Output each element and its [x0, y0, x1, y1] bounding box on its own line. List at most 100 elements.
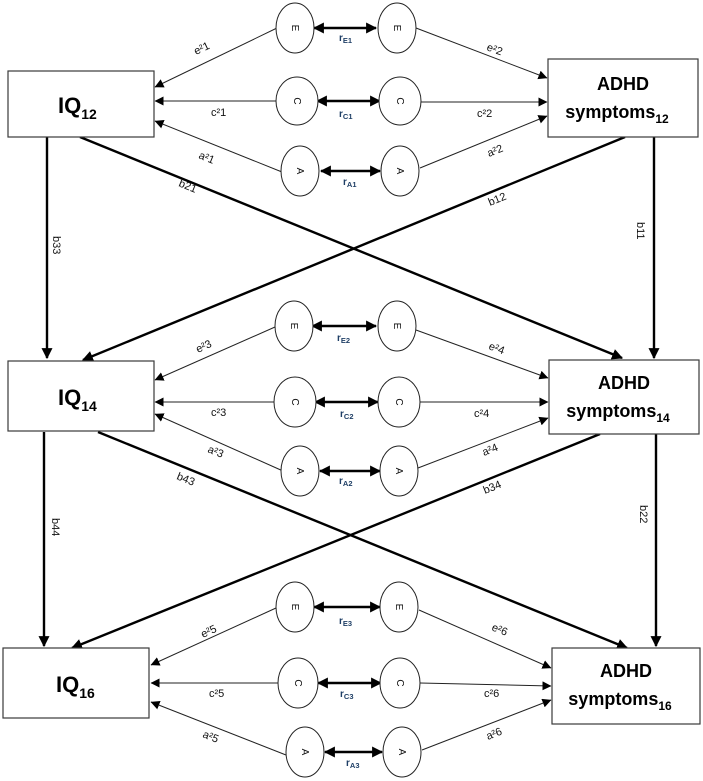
latent-a1-left [280, 145, 320, 197]
label-b33: b33 [50, 236, 62, 254]
svg-text:IQ16: IQ16 [56, 672, 95, 701]
svg-text:C: C [289, 398, 300, 405]
svg-text:symptoms12: symptoms12 [565, 102, 669, 126]
latent-e1-right [377, 2, 417, 54]
label-c6: c²6 [484, 688, 499, 700]
svg-text:C: C [394, 679, 405, 686]
svg-text:A: A [394, 168, 405, 175]
path-b12 [81, 135, 626, 362]
label-rE1: rE1 [339, 33, 352, 45]
latent-c1-left [275, 76, 319, 126]
svg-text:C: C [393, 398, 404, 405]
label-rA2: rA2 [339, 476, 353, 488]
iq16-sub: 16 [79, 685, 95, 701]
label-b43: b43 [175, 471, 197, 489]
latent-c3-left [277, 657, 319, 709]
svg-text:A: A [294, 468, 305, 475]
svg-text:symptoms14: symptoms14 [566, 401, 670, 425]
svg-text:E: E [289, 25, 300, 32]
label-b11: b11 [634, 222, 646, 240]
svg-text:E: E [289, 604, 300, 611]
label-a4: a²4 [481, 442, 500, 459]
label-e4: e²4 [487, 341, 506, 358]
svg-text:A: A [396, 749, 407, 756]
latent-block-16: E E C C A A e²5 c²5 a²5 e²6 c²6 a²6 rE3 … [150, 581, 552, 778]
svg-text:A: A [294, 168, 305, 175]
node-adhd14: ADHD symptoms14 [548, 359, 700, 435]
label-e2: e²2 [485, 42, 504, 59]
adhd12-line1: ADHD [597, 74, 649, 94]
label-a3: a²3 [206, 444, 225, 461]
latent-block-12: E E C C A A e²1 c²1 a²1 e²2 c²2 a²2 rE1 … [154, 2, 548, 197]
label-a1: a²1 [197, 150, 216, 167]
node-adhd16: ADHD symptoms16 [551, 647, 701, 725]
path-b21 [79, 135, 624, 360]
svg-text:C: C [291, 97, 302, 104]
label-rA1: rA1 [343, 177, 357, 189]
label-rE3: rE3 [339, 616, 352, 628]
adhd14-line1: ADHD [598, 373, 650, 393]
svg-text:IQ14: IQ14 [58, 385, 97, 414]
label-a2: a²2 [486, 143, 505, 160]
adhd16-sub: 16 [658, 699, 672, 713]
iq14-sub: 14 [81, 398, 97, 414]
latent-e3-right [379, 581, 419, 633]
stability-and-crosslag-paths [38, 135, 662, 650]
adhd12-main: symptoms [565, 102, 655, 122]
latent-a3-left [285, 726, 325, 778]
iq14-main: IQ [58, 385, 81, 410]
svg-text:C: C [394, 97, 405, 104]
label-c4: c²4 [474, 408, 489, 420]
label-c2: c²2 [477, 108, 492, 120]
latent-e2-left [274, 300, 314, 352]
latent-a2-right [379, 445, 419, 497]
label-e3: e²3 [194, 338, 213, 356]
node-iq16: IQ16 [2, 647, 150, 719]
label-rE2: rE2 [337, 333, 350, 345]
svg-text:E: E [393, 604, 404, 611]
node-iq12: IQ12 [7, 70, 155, 138]
iq16-main: IQ [56, 672, 79, 697]
latent-e2-right [377, 300, 417, 352]
path-b43 [97, 430, 629, 650]
path-b34 [70, 432, 601, 650]
adhd16-main: symptoms [568, 689, 658, 709]
label-c5: c²5 [209, 688, 224, 700]
svg-text:IQ12: IQ12 [58, 93, 97, 122]
svg-text:A: A [299, 749, 310, 756]
label-e5: e²5 [199, 623, 218, 641]
label-c3: c²3 [211, 407, 226, 419]
iq12-sub: 12 [81, 106, 97, 122]
svg-text:symptoms16: symptoms16 [568, 689, 672, 713]
label-b21: b21 [177, 178, 199, 196]
node-iq14: IQ14 [7, 360, 155, 432]
svg-text:E: E [391, 323, 402, 330]
latent-e1-left [275, 2, 315, 54]
adhd14-sub: 14 [656, 411, 670, 425]
latent-block-14: E E C C A A e²3 c²3 a²3 e²4 c²4 a²4 rE2 … [154, 300, 549, 497]
latent-a1-right [380, 145, 420, 197]
latent-c3-right [379, 657, 421, 709]
adhd16-line1: ADHD [600, 661, 652, 681]
adhd14-main: symptoms [566, 401, 656, 421]
label-e1: e²1 [192, 40, 211, 58]
latent-a2-left [280, 445, 320, 497]
svg-text:E: E [288, 323, 299, 330]
adhd12-sub: 12 [655, 112, 669, 126]
label-a5: a²5 [201, 729, 220, 746]
label-a6: a²6 [485, 726, 504, 743]
latent-c2-left [273, 376, 317, 428]
latent-c1-right [378, 76, 422, 126]
latent-a3-right [382, 726, 422, 778]
label-b22: b22 [637, 505, 649, 523]
latent-c2-right [377, 376, 421, 428]
node-adhd12: ADHD symptoms12 [547, 58, 699, 138]
iq12-main: IQ [58, 93, 81, 118]
svg-text:C: C [292, 679, 303, 686]
latent-e3-left [275, 581, 315, 633]
label-e6: e²6 [490, 622, 509, 639]
label-rA3: rA3 [346, 758, 360, 770]
label-rC2: rC2 [340, 409, 354, 421]
label-b44: b44 [49, 518, 61, 536]
